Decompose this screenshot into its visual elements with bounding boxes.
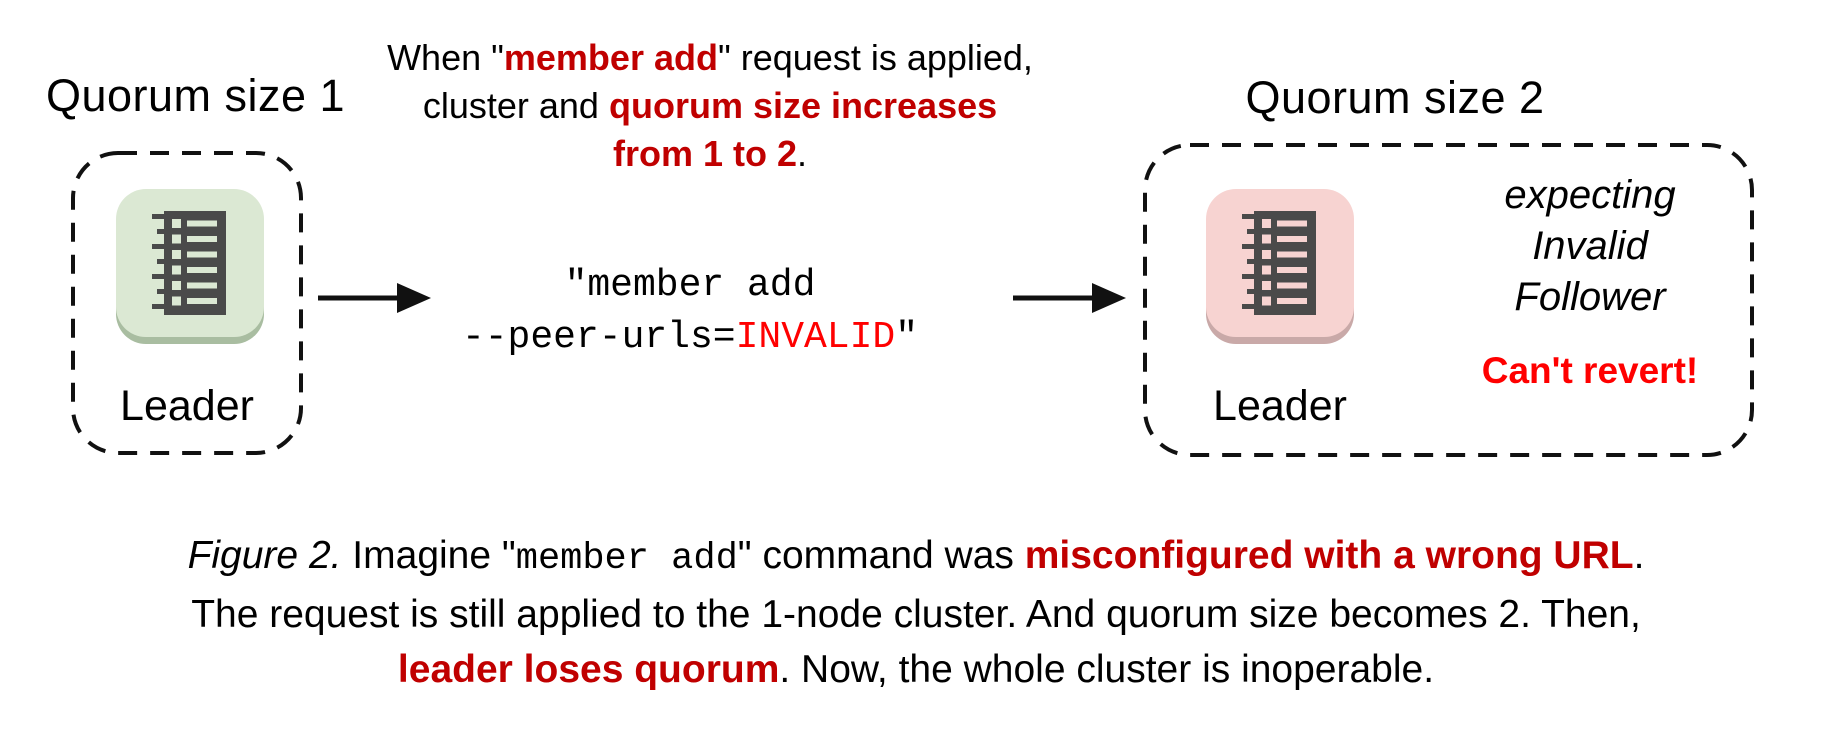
cant-revert-warning: Can't revert! [1481, 350, 1699, 391]
left-cluster-title: Quorum size 1 [45, 70, 346, 121]
figure-caption: Figure 2. Imagine "member add" command w… [0, 528, 1832, 697]
arrow-right-icon-right [1013, 283, 1126, 313]
annotation-red-from-1-to-2: from 1 to 2 [612, 133, 797, 174]
command-invalid-value: INVALID [735, 316, 896, 359]
annotation-red-member-add: member add [503, 37, 718, 78]
figure-number-label: Figure 2. [187, 534, 342, 577]
annotation-line-2: cluster and quorum size increases [422, 85, 998, 126]
right-cluster-title: Quorum size 2 [1245, 72, 1545, 123]
expecting-line-3: Follower [1514, 275, 1666, 319]
server-rack-icon [152, 211, 226, 315]
caption-line-3: leader loses quorum. Now, the whole clus… [397, 648, 1435, 691]
right-leader-label: Leader [1213, 382, 1347, 430]
left-cluster-dashed-box [71, 151, 303, 455]
caption-line-1: Figure 2. Imagine "member add" command w… [187, 534, 1645, 580]
member-add-command: "member add --peer-urls=INVALID" [440, 260, 940, 364]
expecting-invalid-follower-note: expecting Invalid Follower [1430, 170, 1750, 323]
member-add-annotation: When "member add" request is applied, cl… [350, 34, 1070, 178]
left-leader-label: Leader [120, 382, 254, 430]
caption-line-2: The request is still applied to the 1-no… [191, 593, 1641, 636]
caption-red-misconfigured: misconfigured with a wrong URL [1024, 534, 1634, 577]
caption-red-leader-loses-quorum: leader loses quorum [397, 648, 780, 691]
annotation-line-1: When "member add" request is applied, [387, 37, 1033, 78]
right-cluster-dashed-box [1143, 143, 1754, 457]
command-line-1: "member add [564, 264, 816, 307]
server-rack-icon [1242, 211, 1316, 315]
annotation-line-3: from 1 to 2. [612, 133, 808, 174]
leader-node-pink [1206, 189, 1354, 337]
expecting-line-2: Invalid [1532, 224, 1648, 268]
arrow-right-icon-left [318, 283, 431, 313]
leader-node-green [116, 189, 264, 337]
expecting-line-1: expecting [1504, 173, 1676, 217]
caption-member-add-code: member add [515, 538, 738, 580]
annotation-red-quorum-increases: quorum size increases [608, 85, 998, 126]
command-line-2: --peer-urls=INVALID" [461, 316, 919, 359]
